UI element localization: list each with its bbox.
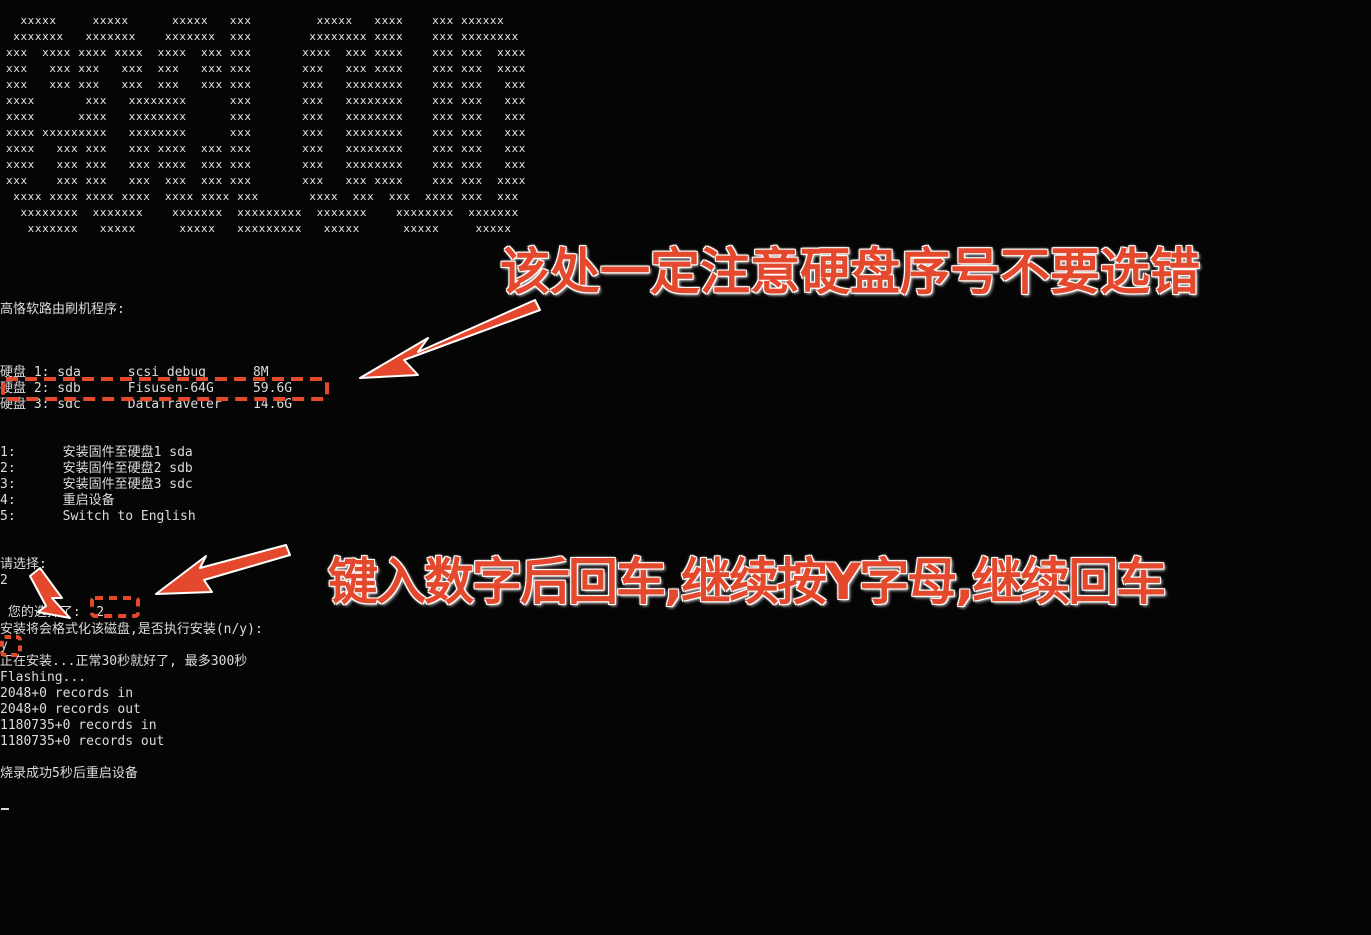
- program-title: 高恪软路由刷机程序:: [0, 302, 125, 317]
- arrow-icon: [359, 299, 541, 379]
- menu-option: 3: 安装固件至硬盘3 sdc: [0, 477, 193, 492]
- menu-option: 2: 安装固件至硬盘2 sdb: [0, 461, 193, 476]
- disk-highlight-box: [1, 377, 329, 401]
- records-line: 2048+0 records in: [0, 686, 134, 701]
- input-instruction-annotation: 键入数字后回车,继续按Y字母,继续回车: [328, 553, 1166, 611]
- text-cursor: [1, 808, 9, 810]
- installing-status: 正在安装...正常30秒就好了, 最多300秒: [0, 654, 248, 669]
- flashing-status: Flashing...: [0, 670, 87, 685]
- success-message: 烧录成功5秒后重启设备: [0, 766, 138, 781]
- records-line: 1180735+0 records in: [0, 718, 157, 733]
- arrow-icon: [29, 567, 71, 619]
- disk-line: 硬盘 2: sdb Fisusen-64G 59.6G: [0, 381, 293, 396]
- choice-input[interactable]: 2: [0, 573, 8, 588]
- records-line: 1180735+0 records out: [0, 734, 165, 749]
- records-line: 2048+0 records out: [0, 702, 141, 717]
- ascii-logo: xxxxx xxxxx xxxxx xxx xxxxx xxxx xxx xxx…: [6, 14, 527, 235]
- arrow-icon: [155, 544, 291, 595]
- disk-warning-annotation: 该处一定注意硬盘序号不要选错: [500, 243, 1200, 301]
- disk-line: 硬盘 1: sda scsi debug 8M: [0, 365, 269, 380]
- select-prompt: 请选择:: [0, 557, 47, 572]
- format-warning: 安装将会格式化该磁盘,是否执行安装(n/y):: [0, 622, 263, 637]
- menu-option: 5: Switch to English: [0, 509, 196, 524]
- menu-option: 4: 重启设备: [0, 493, 115, 508]
- menu-option: 1: 安装固件至硬盘1 sda: [0, 445, 193, 460]
- choice-highlight-box: [90, 596, 140, 618]
- confirm-highlight-box: [0, 635, 22, 657]
